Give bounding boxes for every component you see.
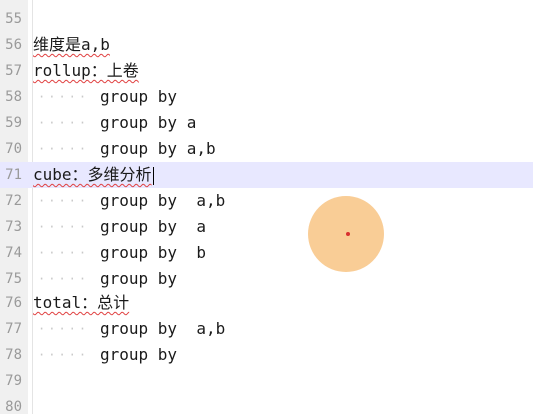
line-number: 79 xyxy=(5,373,22,389)
line-text: group by a xyxy=(100,113,197,132)
editor-line[interactable]: 73 ····· group by a xyxy=(0,214,533,240)
line-number: 59 xyxy=(5,115,22,131)
line-text: group by b xyxy=(100,243,206,262)
line-text: total：总计 xyxy=(33,293,130,312)
line-number: 75 xyxy=(5,271,22,287)
line-text: group by xyxy=(100,345,178,364)
whitespace-markers: ····· xyxy=(38,272,90,286)
editor-line[interactable]: 58 ····· group by xyxy=(0,84,533,110)
editor-line[interactable]: 78 ····· group by xyxy=(0,342,533,368)
line-number: 77 xyxy=(5,321,22,337)
line-number: 55 xyxy=(5,11,22,27)
editor-line[interactable]: 74 ····· group by b xyxy=(0,240,533,266)
line-text: cube：多维分析 xyxy=(33,165,152,184)
editor-line[interactable]: 70 ····· group by a,b xyxy=(0,136,533,162)
editor-line[interactable]: 72 ····· group by a,b xyxy=(0,188,533,214)
whitespace-markers: ····· xyxy=(38,348,90,362)
line-text: 维度是a,b xyxy=(33,35,110,54)
whitespace-markers: ····· xyxy=(38,142,90,156)
line-number-gutter xyxy=(0,0,28,414)
whitespace-markers: ····· xyxy=(38,246,90,260)
text-caret xyxy=(152,166,154,185)
editor-line-current[interactable]: 71 cube：多维分析 xyxy=(0,162,533,188)
mouse-pointer-dot xyxy=(346,232,350,236)
line-number: 74 xyxy=(5,245,22,261)
line-text: group by a,b xyxy=(100,139,216,158)
editor-line[interactable]: 76 total：总计 xyxy=(0,290,533,316)
line-text: group by a,b xyxy=(100,191,226,210)
whitespace-markers: ····· xyxy=(38,194,90,208)
line-number: 72 xyxy=(5,193,22,209)
line-text: rollup：上卷 xyxy=(33,61,139,80)
line-text: group by xyxy=(100,269,178,288)
whitespace-markers: ····· xyxy=(38,116,90,130)
line-number: 78 xyxy=(5,347,22,363)
clipped-previous-line xyxy=(33,0,283,2)
whitespace-markers: ····· xyxy=(38,90,90,104)
editor-line[interactable]: 80 xyxy=(0,394,533,420)
line-number: 56 xyxy=(5,37,22,53)
editor-line[interactable]: 75 ····· group by xyxy=(0,266,533,292)
line-text: group by xyxy=(100,87,178,106)
line-number: 71 xyxy=(5,167,22,183)
whitespace-markers: ····· xyxy=(38,220,90,234)
editor-line[interactable]: 56 维度是a,b xyxy=(0,32,533,58)
line-text-wrap: cube：多维分析 xyxy=(33,162,154,188)
line-number: 57 xyxy=(5,63,22,79)
editor-line[interactable]: 55 xyxy=(0,6,533,32)
line-number: 80 xyxy=(5,399,22,415)
line-number: 58 xyxy=(5,89,22,105)
line-number: 73 xyxy=(5,219,22,235)
editor-line[interactable]: 59 ····· group by a xyxy=(0,110,533,136)
editor-line[interactable]: 57 rollup：上卷 xyxy=(0,58,533,84)
line-number: 70 xyxy=(5,141,22,157)
whitespace-markers: ····· xyxy=(38,322,90,336)
fold-margin xyxy=(28,0,33,414)
editor-line[interactable]: 77 ····· group by a,b xyxy=(0,316,533,342)
line-number: 76 xyxy=(5,295,22,311)
line-text: group by a,b xyxy=(100,319,226,338)
editor-line[interactable]: 79 xyxy=(0,368,533,394)
line-text: group by a xyxy=(100,217,206,236)
